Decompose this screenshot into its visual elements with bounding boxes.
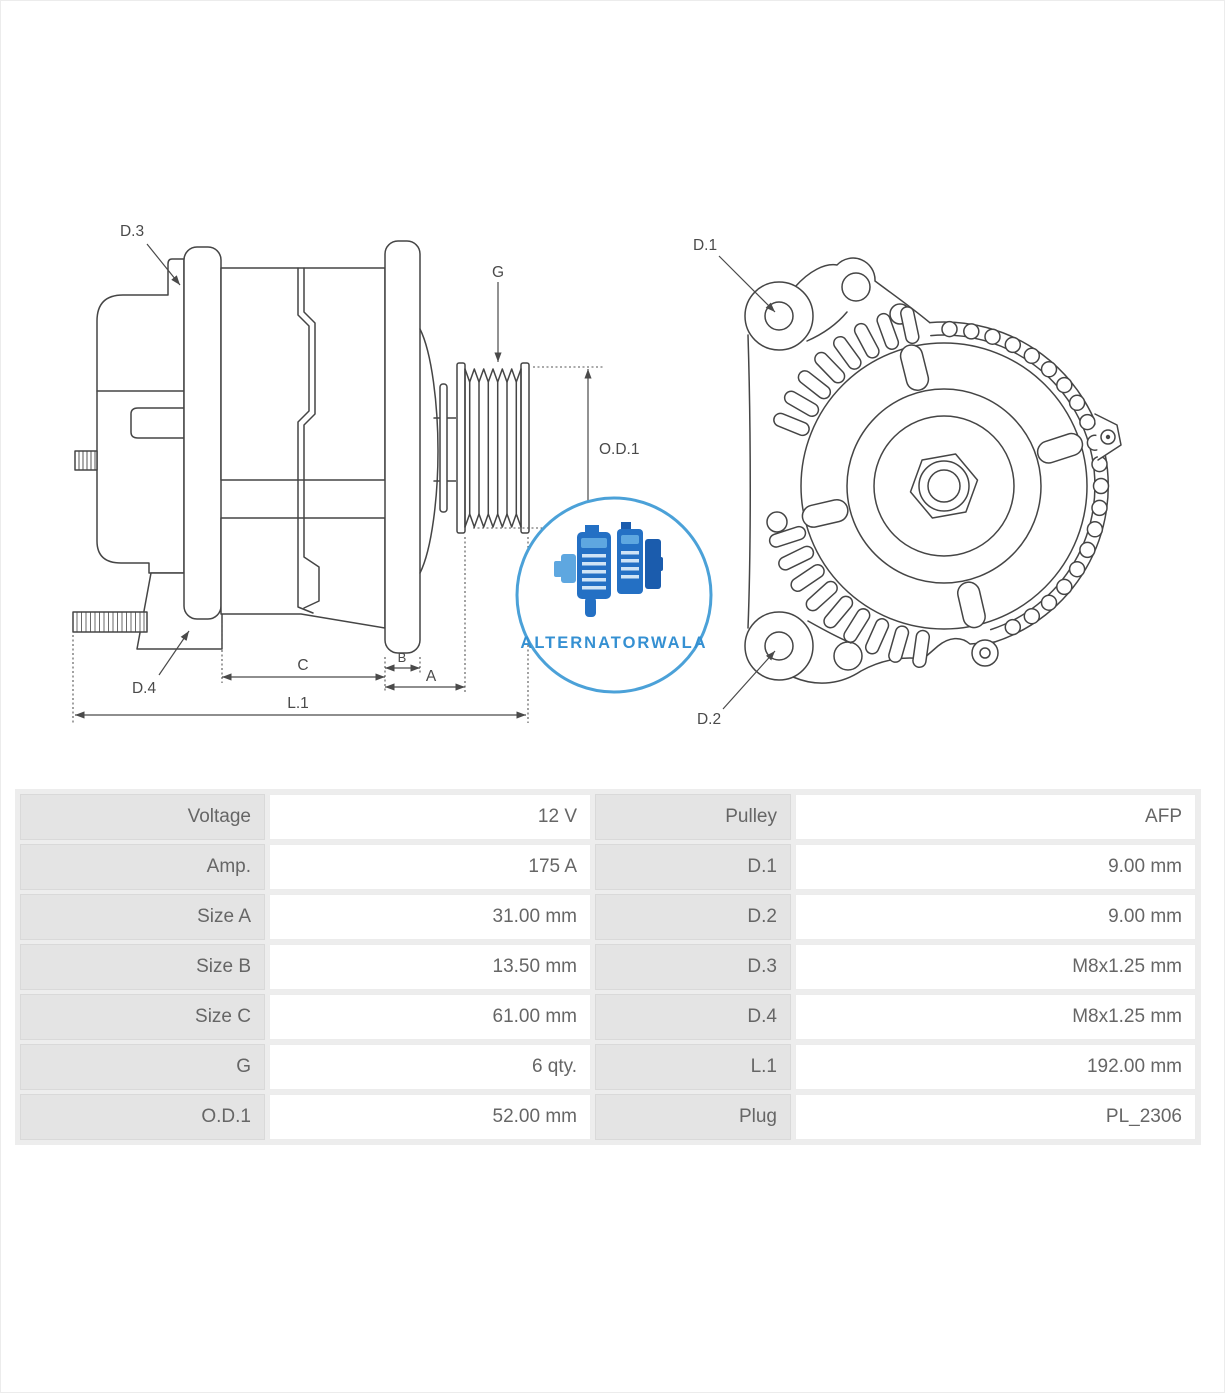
spec-label: Size A bbox=[20, 894, 265, 940]
side-view-drawing bbox=[72, 240, 530, 654]
spec-value: 175 A bbox=[269, 844, 591, 890]
label-c: C bbox=[297, 657, 308, 674]
spec-value: 192.00 mm bbox=[795, 1044, 1196, 1090]
side-lug bbox=[1094, 413, 1122, 461]
side-view-labels: D.3 G O.D.1 D.4 C B A L.1 bbox=[120, 223, 640, 712]
alternator-icon bbox=[554, 522, 663, 617]
spec-value: 52.00 mm bbox=[269, 1094, 591, 1140]
vent-slots bbox=[768, 306, 931, 669]
bottom-lobe-hole bbox=[833, 641, 863, 671]
spec-value: 31.00 mm bbox=[269, 894, 591, 940]
logo-circle bbox=[515, 496, 713, 694]
spec-value: M8x1.25 mm bbox=[795, 944, 1196, 990]
stator-face bbox=[800, 342, 1088, 630]
small-hole-left bbox=[766, 511, 788, 533]
bottom-foot bbox=[971, 639, 999, 667]
label-a: A bbox=[426, 668, 437, 685]
dimension-lines bbox=[72, 243, 604, 723]
shaft-nut bbox=[909, 453, 979, 519]
spec-label: Size C bbox=[20, 994, 265, 1040]
spec-label: D.1 bbox=[595, 844, 791, 890]
label-l1: L.1 bbox=[287, 695, 309, 712]
logo-text: ALTERNATORWALA bbox=[520, 634, 707, 652]
alternator-technical-diagram: D.3 G O.D.1 D.4 C B A L.1 bbox=[72, 223, 1122, 728]
mounting-ear-d2 bbox=[744, 611, 814, 681]
bracket-top-edge bbox=[794, 257, 931, 324]
spec-table: Voltage 12 V Pulley AFP Amp. 175 A D.1 9… bbox=[15, 789, 1201, 1145]
spec-label: Pulley bbox=[595, 794, 791, 840]
spec-label: D.2 bbox=[595, 894, 791, 940]
spec-label: Amp. bbox=[20, 844, 265, 890]
stator-body-upper bbox=[220, 267, 386, 481]
drive-end-bell bbox=[419, 328, 439, 574]
front-view-pointers bbox=[718, 255, 776, 710]
label-d4: D.4 bbox=[132, 680, 157, 697]
spec-label: G bbox=[20, 1044, 265, 1090]
spec-label: O.D.1 bbox=[20, 1094, 265, 1140]
logo-watermark: ALTERNATORWALA bbox=[515, 496, 713, 694]
rear-cover bbox=[96, 258, 185, 574]
mounting-bolt bbox=[72, 611, 148, 633]
label-g: G bbox=[492, 264, 504, 281]
spec-label: Size B bbox=[20, 944, 265, 990]
spec-value: 61.00 mm bbox=[269, 994, 591, 1040]
spec-label: D.4 bbox=[595, 994, 791, 1040]
stator-body-lower bbox=[220, 517, 386, 629]
front-flange bbox=[384, 240, 421, 654]
label-b: B bbox=[398, 650, 407, 665]
terminal-stud bbox=[74, 450, 98, 471]
fin-scallops bbox=[941, 320, 1110, 636]
label-d3: D.3 bbox=[120, 223, 144, 240]
spec-value: 12 V bbox=[269, 794, 591, 840]
top-mount-hole bbox=[841, 272, 871, 302]
spec-label: Plug bbox=[595, 1094, 791, 1140]
bracket-left-edge bbox=[747, 334, 751, 629]
label-d1: D.1 bbox=[693, 237, 717, 254]
fan-spokes bbox=[801, 344, 1084, 629]
spec-label: L.1 bbox=[595, 1044, 791, 1090]
pulley bbox=[456, 362, 530, 534]
front-view-drawing bbox=[744, 257, 1122, 684]
spec-value: 9.00 mm bbox=[795, 894, 1196, 940]
spec-value: M8x1.25 mm bbox=[795, 994, 1196, 1040]
label-d2: D.2 bbox=[697, 711, 721, 728]
front-view-labels: D.1 D.2 bbox=[693, 237, 721, 728]
spec-value: 13.50 mm bbox=[269, 944, 591, 990]
spec-value: 9.00 mm bbox=[795, 844, 1196, 890]
label-od1: O.D.1 bbox=[599, 441, 639, 458]
spec-label: D.3 bbox=[595, 944, 791, 990]
spec-value: PL_2306 bbox=[795, 1094, 1196, 1140]
spec-label: Voltage bbox=[20, 794, 265, 840]
shaft-washer bbox=[439, 383, 448, 513]
rear-flange bbox=[183, 246, 222, 620]
spec-value: 6 qty. bbox=[269, 1044, 591, 1090]
spec-value: AFP bbox=[795, 794, 1196, 840]
